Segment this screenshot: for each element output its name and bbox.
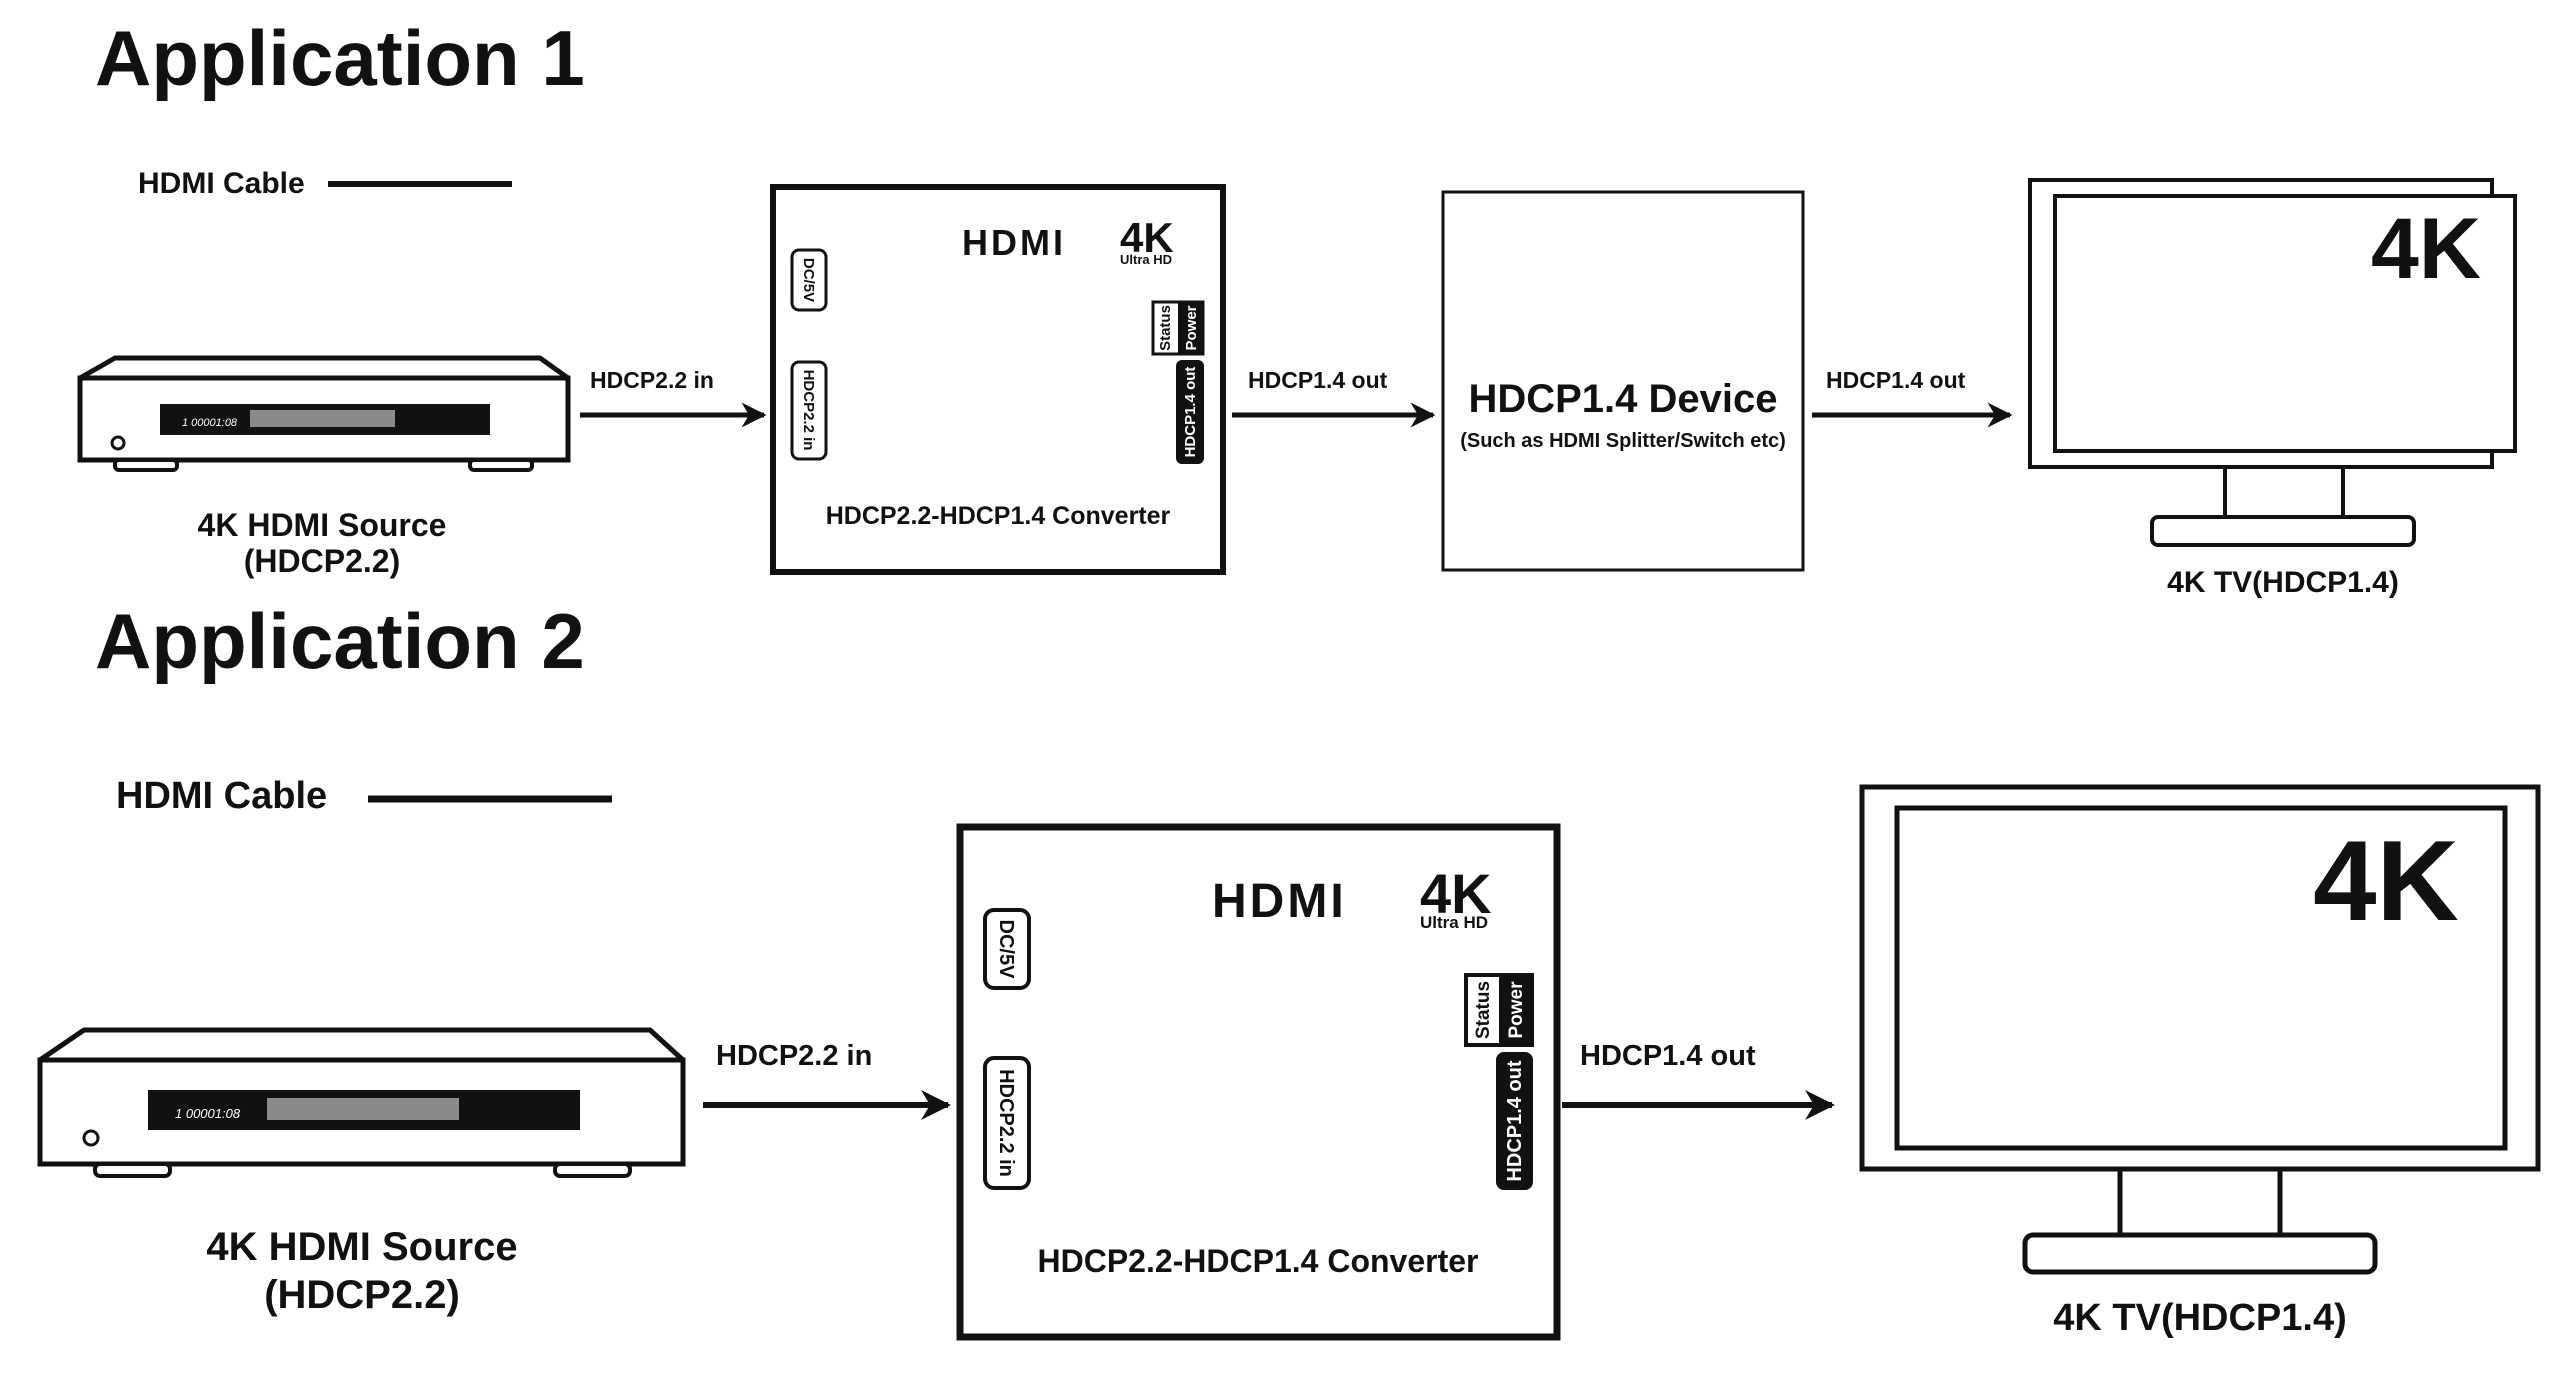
app1-converter-hdmi-logo: HDMI: [962, 222, 1066, 263]
app2-tv-screen: [1894, 805, 2508, 1151]
app2-hdmi-in-port: HDCP2.2 in: [983, 1056, 1031, 1190]
app1-tv-neck: [2223, 465, 2345, 519]
app1-dc-port-label: DC/5V: [800, 258, 817, 302]
app1-device-title: HDCP1.4 Device: [1468, 377, 1777, 421]
app1-source-label-line2: (HDCP2.2): [244, 543, 400, 579]
app2-dc-port-label: DC/5V: [995, 920, 1017, 980]
app2-converter-hdmi-logo: HDMI: [1212, 875, 1347, 928]
app1-device-subtitle: (Such as HDMI Splitter/Switch etc): [1460, 430, 1786, 452]
app2-arrow-in-label: HDCP2.2 in: [716, 1040, 872, 1072]
app1-hdmi-in-port: HDCP2.2 in: [790, 360, 828, 461]
app2-tv-label: 4K TV(HDCP1.4): [2053, 1297, 2347, 1339]
app2-source-display-text: 1 00001:08: [175, 1106, 241, 1121]
app1-dc-port: DC/5V: [790, 248, 828, 312]
app1-tv-screen-text: 4K: [2371, 201, 2481, 297]
app2-arrow-out-label: HDCP1.4 out: [1580, 1040, 1756, 1072]
app2-source-device: 1 00001:08: [37, 1027, 686, 1178]
app2-converter: HDMI 4K Ultra HD DC/5V HDCP2.2 in Status…: [956, 823, 1561, 1341]
app1-hdmi-in-port-label: HDCP2.2 in: [800, 370, 817, 451]
app1-cable-legend-label: HDMI Cable: [138, 167, 305, 200]
app1-power-led-label: Power: [1183, 305, 1200, 350]
app2-converter-name: HDCP2.2-HDCP1.4 Converter: [1037, 1243, 1478, 1279]
app1-arrow-in-label: HDCP2.2 in: [590, 367, 714, 393]
app1-tv-stand: [2150, 515, 2416, 547]
app1-status-led-label: Status: [1157, 305, 1174, 351]
app2-hdmi-out-port: HDCP1.4 out: [1496, 1052, 1533, 1190]
app1-arrow-out-label: HDCP1.4 out: [1248, 367, 1388, 393]
app2-tv-stand: [2022, 1232, 2378, 1275]
app1-source-label-line1: 4K HDMI Source: [198, 507, 447, 543]
app2-power-led-label: Power: [1506, 981, 1527, 1039]
app1-converter-4k-logo: 4K: [1120, 214, 1174, 261]
app2-hdmi-out-port-label: HDCP1.4 out: [1504, 1060, 1526, 1181]
app2-tv-screen-text: 4K: [2313, 818, 2459, 945]
app2-status-led-label: Status: [1473, 981, 1494, 1039]
app2-source-label-line2: (HDCP2.2): [264, 1273, 460, 1317]
app2-title: Application 2: [95, 597, 585, 685]
app1-arrow-out2-label: HDCP1.4 out: [1826, 367, 1966, 393]
app1-hdmi-out-port-label: HDCP1.4 out: [1182, 367, 1199, 458]
app1-hdcp14-device: HDCP1.4 Device (Such as HDMI Splitter/Sw…: [1441, 190, 1805, 572]
app1-source-device: 1 00001:08: [77, 355, 571, 472]
app2-dc-port: DC/5V: [983, 908, 1031, 990]
app1-source-power-button: [110, 435, 126, 451]
app2-source-label-line1: 4K HDMI Source: [206, 1225, 517, 1269]
app1-converter: HDMI 4K Ultra HD DC/5V HDCP2.2 in Status…: [770, 184, 1226, 575]
app2-converter-ultra-hd: Ultra HD: [1420, 913, 1488, 932]
app1-title: Application 1: [95, 14, 585, 102]
app2-tv: 4K: [1859, 784, 2541, 1275]
app2-source-power-button: [82, 1129, 100, 1147]
app2-hdmi-in-port-label: HDCP2.2 in: [995, 1069, 1017, 1177]
app1-converter-name: HDCP2.2-HDCP1.4 Converter: [826, 502, 1171, 530]
app2-cable-legend-label: HDMI Cable: [116, 775, 327, 817]
app1-led-panel: Status Power: [1151, 300, 1205, 356]
app2-led-panel: Status Power: [1464, 973, 1534, 1047]
app2-converter-4k-logo: 4K: [1420, 862, 1492, 925]
app2-tv-neck: [2117, 1166, 2283, 1238]
app1-hdmi-out-port: HDCP1.4 out: [1176, 360, 1204, 464]
app1-converter-ultra-hd: Ultra HD: [1120, 252, 1172, 267]
app1-source-display-text: 1 00001:08: [182, 417, 238, 429]
app1-tv-label: 4K TV(HDCP1.4): [2167, 566, 2399, 599]
app1-tv: 4K: [2028, 178, 2517, 547]
